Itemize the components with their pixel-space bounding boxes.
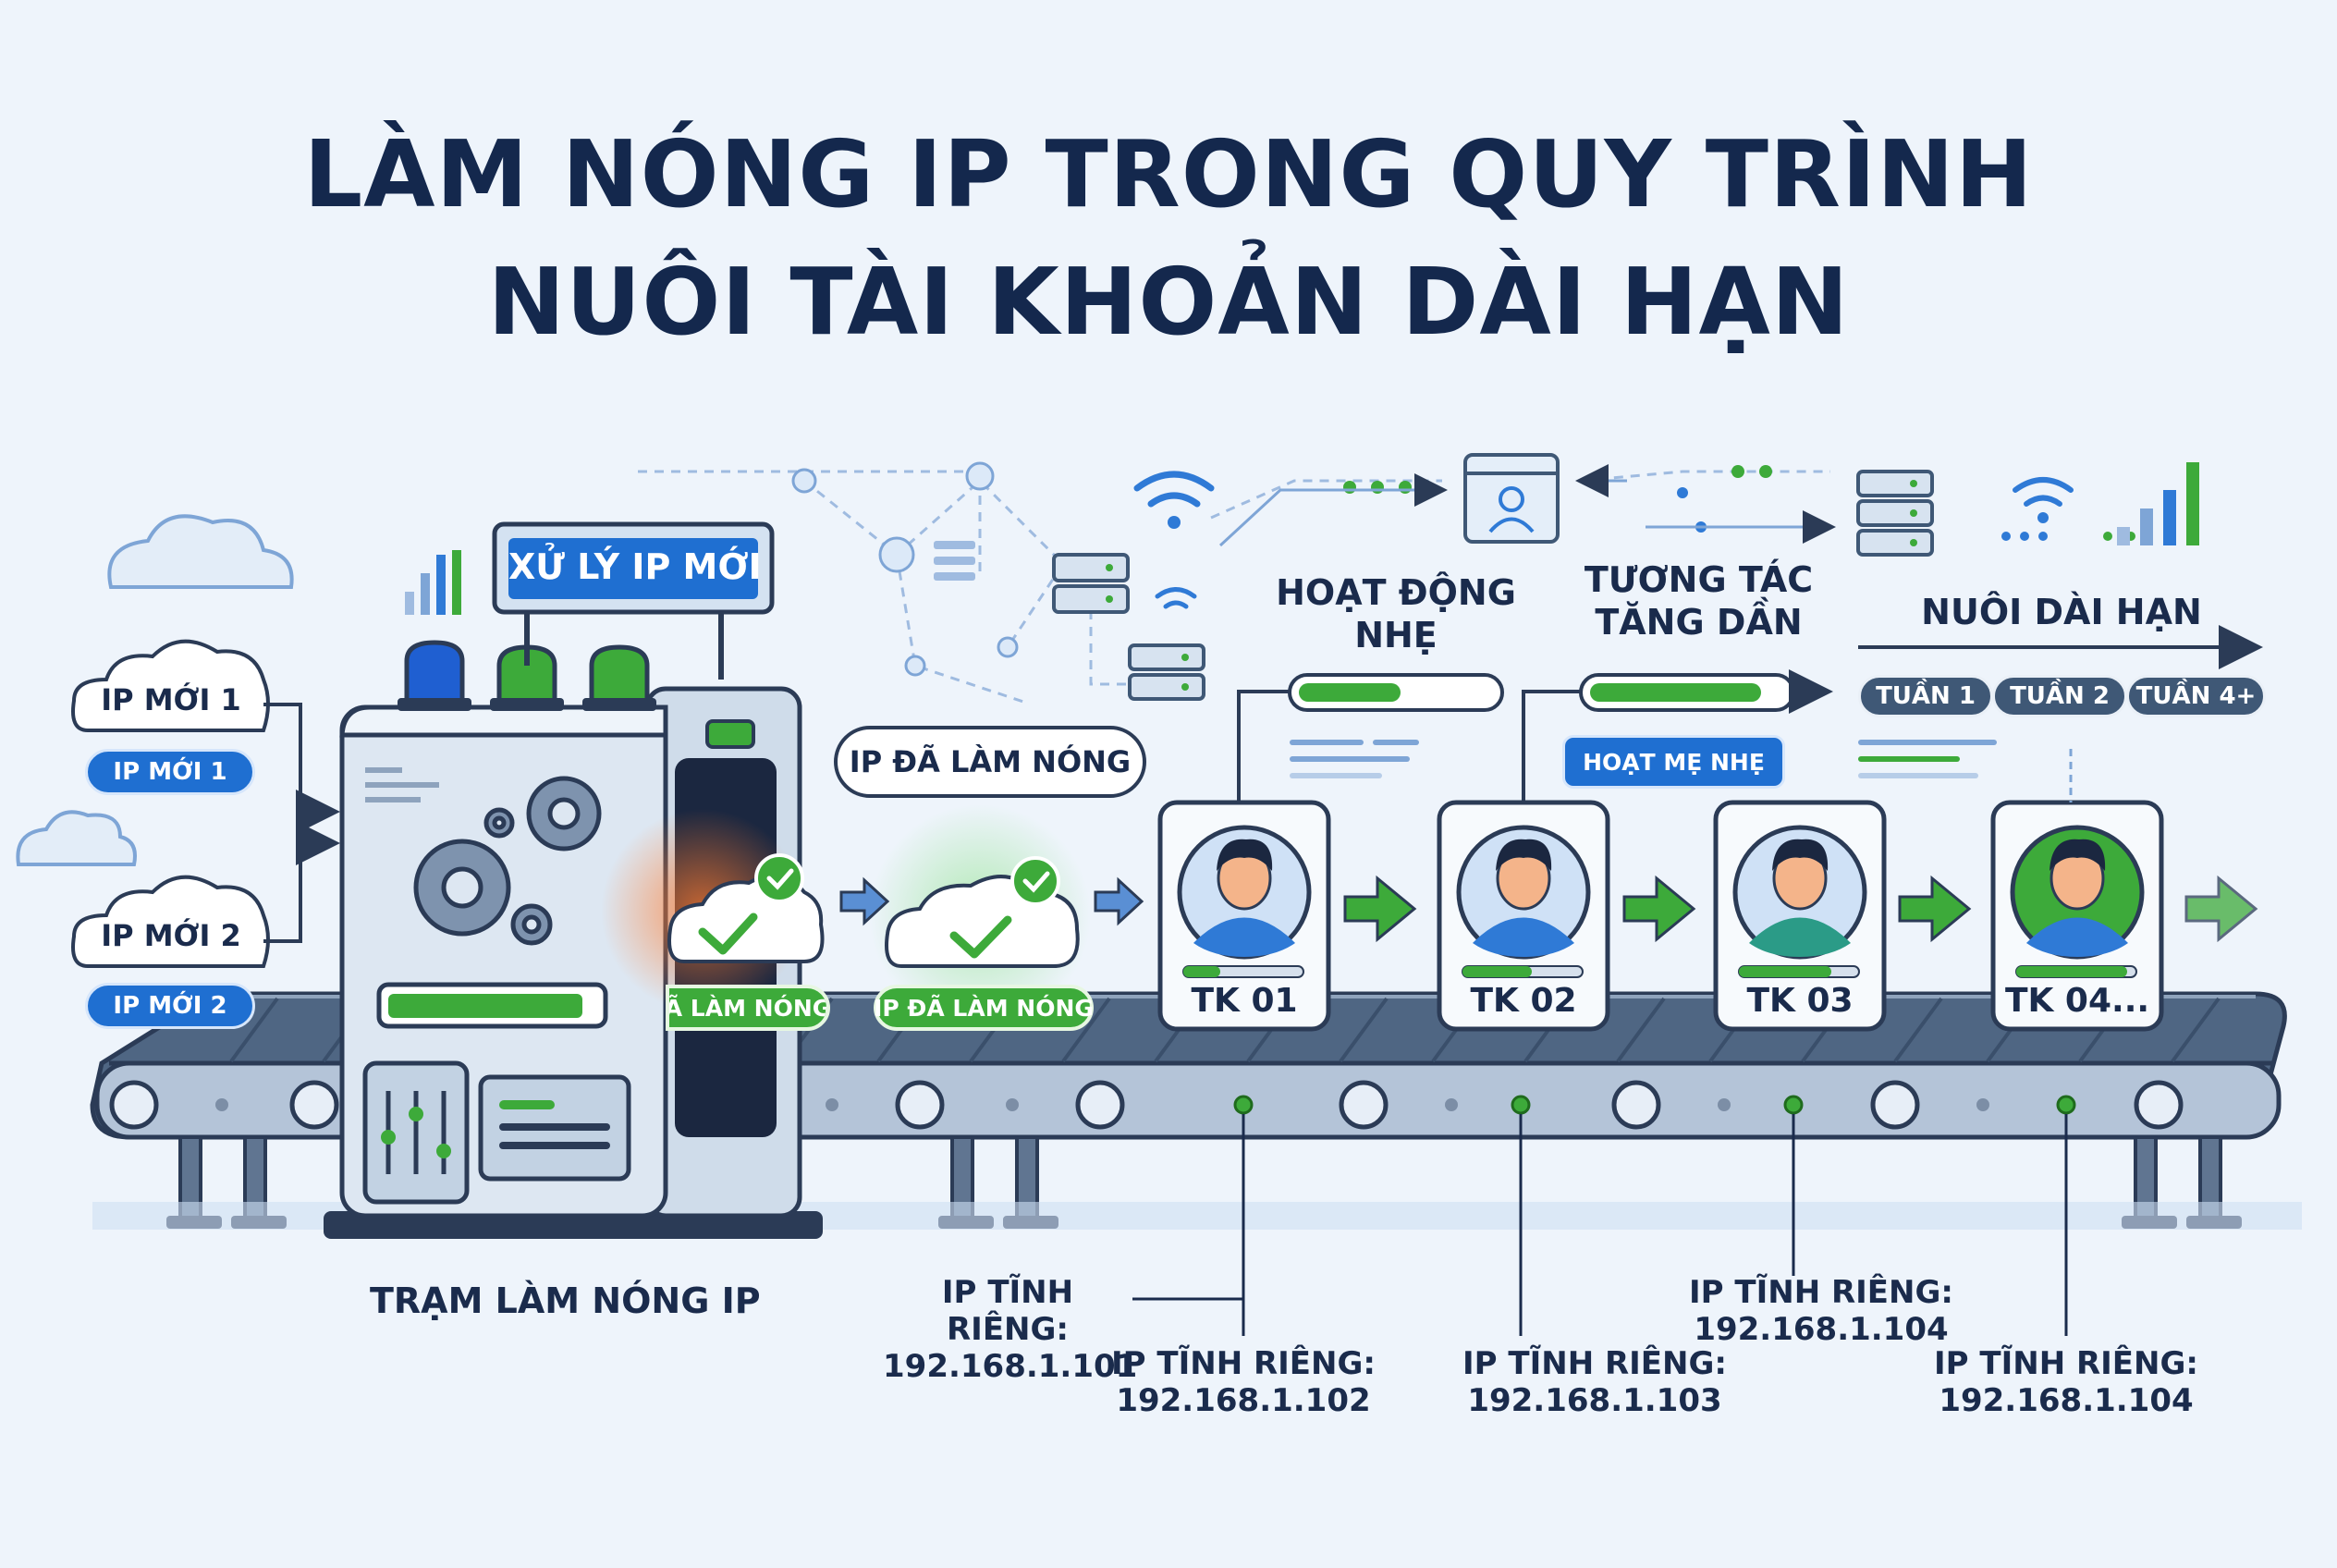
input-tag-1: IP MỚI 1: [85, 749, 255, 795]
station-label: TRẠM LÀM NÓNG IP: [370, 1280, 761, 1321]
connector-arrows: [1218, 464, 1836, 547]
profile-window-icon: [1463, 453, 1560, 544]
account-name-3: TK 03: [1746, 982, 1854, 1020]
ip-value-1: 192.168.1.101: [883, 1348, 1138, 1385]
input-connectors: [263, 703, 340, 943]
ip-value-2: 192.168.1.102: [1116, 1382, 1371, 1419]
stage-light-label: HOẠT ĐỘNG NHẸ: [1276, 572, 1516, 655]
ip-label-5: IP TĨNH RIÊNG:: [1933, 1345, 2198, 1382]
belt-bolts: [215, 1098, 1989, 1111]
stage-increase-label: TƯƠNG TÁC TĂNG DẦN: [1584, 559, 1814, 643]
account-name-2: TK 02: [1470, 982, 1577, 1020]
station-sign-text: XỬ LÝ IP MỚI: [508, 546, 762, 587]
ip-block-4: IP TĨNH RIÊNG: 192.168.1.104: [1687, 1274, 1955, 1348]
warmed-ip-bubble: IP ĐÃ LÀM NÓNG: [834, 726, 1146, 798]
text-lines-decor: [1290, 740, 1997, 778]
ip-label-2: IP TĨNH RIÊNG:: [1110, 1345, 1376, 1382]
signal-bars-icon-left: [405, 550, 461, 615]
avatar-body: [1193, 917, 2128, 957]
input-bubble-1: IP MỚI 1: [101, 682, 241, 717]
ip-value-3: 192.168.1.103: [1467, 1382, 1722, 1419]
wifi-icon: [1133, 471, 1215, 529]
ip-value-5: 192.168.1.104: [1939, 1382, 2194, 1419]
green-arrows: [1343, 875, 2258, 943]
stage-progress-bars: [1288, 673, 1795, 712]
week-tag-1: TUẦN 1: [1858, 675, 1993, 717]
ip-block-5: IP TĨNH RIÊNG: 192.168.1.104: [1932, 1345, 2200, 1419]
ip-block-2: IP TĨNH RIÊNG: 192.168.1.102: [1109, 1345, 1377, 1419]
wifi-icon-small: [1155, 587, 1197, 609]
ip-block-1: IP TĨNH RIÊNG: 192.168.1.101: [883, 1274, 1138, 1385]
cloud-icon-decor: [16, 514, 294, 866]
warming-tag: Ã LÀM NÓNG: [666, 985, 830, 1031]
card-progress-bars: [1182, 965, 2137, 978]
list-icon: [934, 541, 975, 581]
signal-bars-icon-right: [2117, 462, 2199, 545]
ip-label-1: IP TĨNH RIÊNG:: [941, 1274, 1074, 1348]
stage-connectors: [1237, 625, 2263, 802]
server-leds: [1106, 480, 1917, 691]
warmed-tag: IP ĐÃ LÀM NÓNG: [874, 985, 1094, 1031]
ip-label-3: IP TĨNH RIÊNG:: [1462, 1345, 1727, 1382]
ip-block-3: IP TĨNH RIÊNG: 192.168.1.103: [1461, 1345, 1729, 1419]
belt-green-nodes: [1233, 1095, 2076, 1115]
stage-long-term-label: NUÔI DÀI HẠN: [1921, 592, 2202, 632]
week-tag-2: TUẦN 2: [1992, 675, 2127, 717]
ip-label-4: IP TĨNH RIÊNG:: [1688, 1274, 1953, 1311]
floating-dots: [1343, 465, 2135, 541]
server-icon: [1052, 470, 1934, 701]
activity-badge: HOẠT MẸ NHẸ: [1562, 735, 1785, 789]
gear-icon: [413, 776, 602, 946]
avatar-face: [1217, 846, 2105, 911]
check-badge-icon: [754, 853, 1060, 906]
avatar-hair: [1217, 839, 2106, 871]
cloud-icon-input-1: [71, 639, 270, 732]
network-nodes: [791, 461, 1074, 677]
cloud-icon-input-2: [71, 875, 270, 968]
check-icon: [698, 913, 1012, 959]
small-arrows: [839, 876, 1144, 926]
beacon-lights: [398, 640, 656, 711]
account-name-1: TK 01: [1191, 982, 1298, 1020]
title-line-2: NUÔI TÀI KHOẢN DÀI HẠN: [487, 248, 1850, 356]
title-line-1: LÀM NÓNG IP TRONG QUY TRÌNH: [303, 120, 2034, 228]
wifi-icon-right: [2013, 477, 2074, 523]
sign-board: [492, 521, 775, 680]
input-bubble-2: IP MỚI 2: [101, 918, 241, 953]
input-tag-2: IP MỚI 2: [85, 983, 255, 1029]
ip-value-4: 192.168.1.104: [1694, 1311, 1949, 1348]
ip-leader-lines: [1132, 1114, 2068, 1336]
week-tag-3: TUẦN 4+: [2126, 675, 2266, 717]
account-name-4: TK 04...: [2004, 982, 2150, 1020]
